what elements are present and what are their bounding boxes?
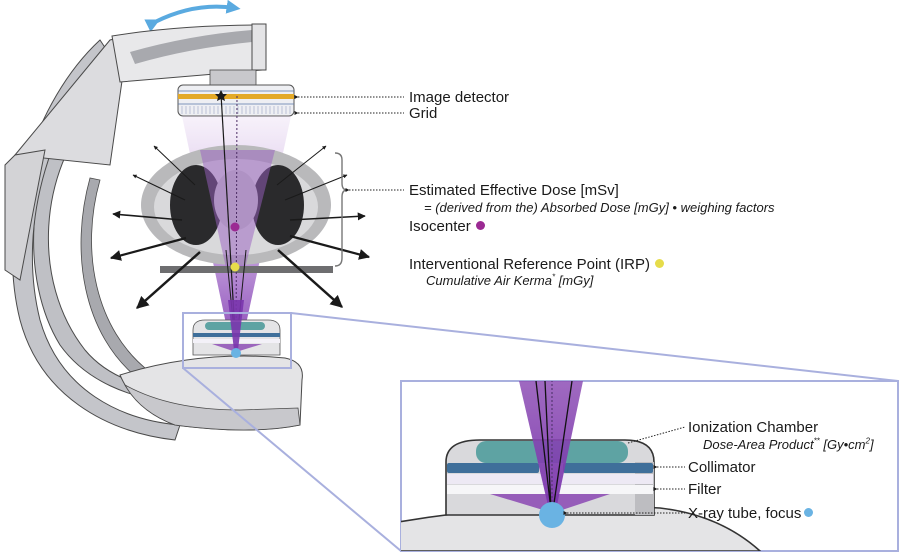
label-irp-text: Interventional Reference Point (IRP) xyxy=(409,256,650,273)
label-irp: Interventional Reference Point (IRP) xyxy=(409,256,664,273)
dap-unit-close: ] xyxy=(869,437,874,452)
dap-unit-exponent: 2 xyxy=(865,436,870,446)
focus-dot-small xyxy=(231,348,241,358)
label-grid: Grid xyxy=(409,105,438,122)
leader-lines xyxy=(294,95,686,515)
air-kerma-unit: [mGy] xyxy=(555,273,594,288)
focus-legend-dot xyxy=(804,508,814,517)
label-isocenter: Isocenter xyxy=(409,218,485,235)
air-kerma-footnote: * xyxy=(551,272,556,282)
scatter-arrows xyxy=(109,145,371,309)
label-filter: Filter xyxy=(688,481,722,498)
irp-legend-dot xyxy=(654,259,664,268)
label-ionization-chamber: Ionization Chamber xyxy=(688,419,819,436)
irp-dot xyxy=(230,262,240,272)
focus-dot-zoom xyxy=(539,502,565,528)
dap-footnote: ** xyxy=(813,436,820,446)
label-dose-area-product: Dose-Area Product** [Gy•cm2] xyxy=(703,437,874,452)
label-collimator: Collimator xyxy=(688,459,756,476)
label-image-detector: Image detector xyxy=(409,89,510,106)
patient-cross-section xyxy=(141,145,331,268)
c-arm xyxy=(4,23,267,441)
dap-unit: [Gy•cm xyxy=(819,437,866,452)
patient-table xyxy=(160,266,333,273)
label-xray-tube-text: X-ray tube, focus xyxy=(688,505,802,522)
rotation-arrow-icon xyxy=(144,0,241,33)
tube-base xyxy=(119,300,303,431)
label-isocenter-text: Isocenter xyxy=(409,218,471,235)
label-cumulative-air-kerma: Cumulative Air Kerma* [mGy] xyxy=(426,273,593,288)
isocenter-legend-dot xyxy=(475,221,485,230)
label-xray-tube: X-ray tube, focus xyxy=(688,505,814,522)
grid-layer xyxy=(181,106,291,114)
image-detector xyxy=(177,84,295,117)
dap-text: Dose-Area Product xyxy=(703,437,814,452)
air-kerma-text: Cumulative Air Kerma xyxy=(426,273,552,288)
zoomed-inset xyxy=(401,381,762,551)
label-effective-dose-formula: = (derived from the) Absorbed Dose [mGy]… xyxy=(424,200,775,215)
isocenter-dot xyxy=(230,222,240,232)
label-effective-dose: Estimated Effective Dose [mSv] xyxy=(409,182,619,199)
